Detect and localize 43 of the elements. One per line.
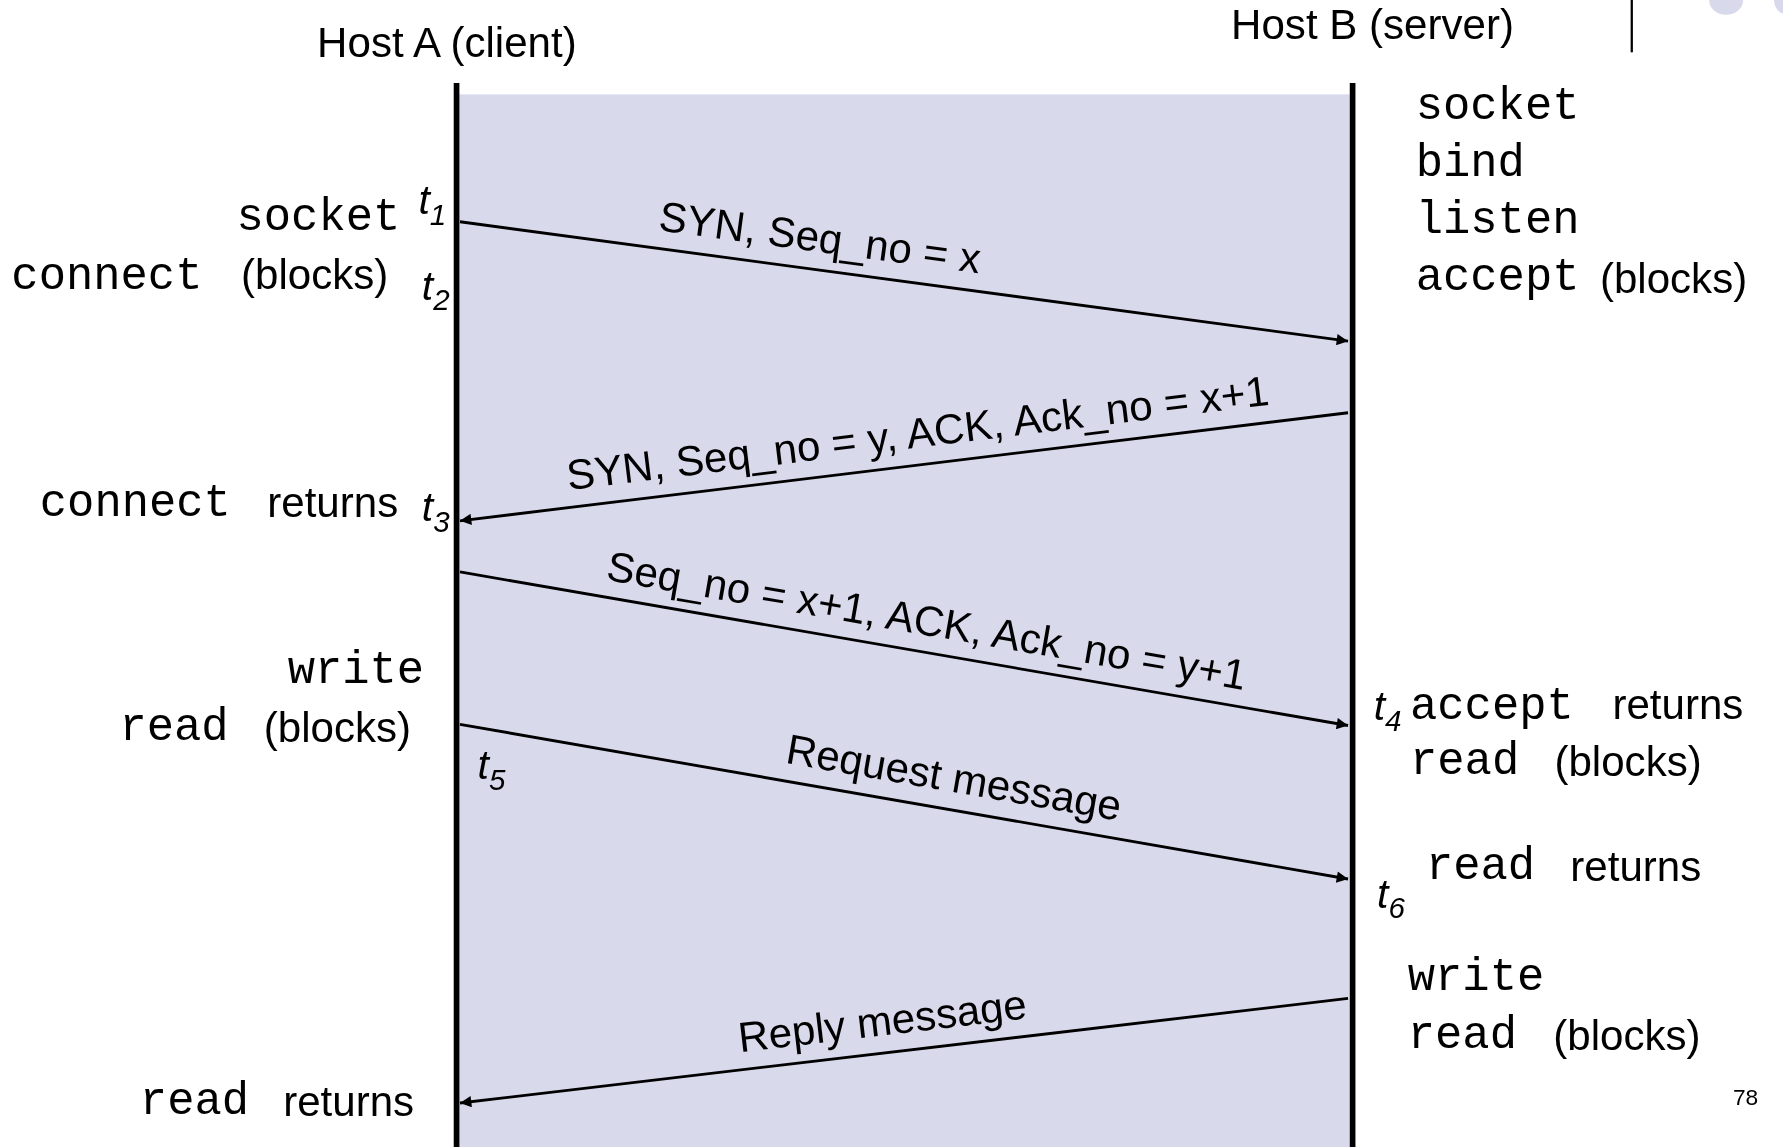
arrow	[459, 722, 1349, 883]
edge-label: SYN, Seq_no = x	[656, 195, 983, 281]
status-text: returns	[283, 1080, 415, 1123]
function-name: read	[119, 706, 229, 752]
function-name: read	[1407, 1014, 1517, 1060]
function-name: connect	[11, 254, 203, 301]
arrow	[459, 996, 1349, 1108]
edge-label: Seq_no = x+1, ACK, Ack_no = y+1	[604, 544, 1250, 697]
time-label: t$_{5}$	[477, 745, 506, 795]
edge-label: Reply message	[736, 983, 1029, 1059]
status-text: returns	[267, 481, 399, 524]
arrow	[459, 570, 1349, 730]
arrow	[459, 411, 1349, 526]
status-text: (blocks)	[1553, 1014, 1701, 1057]
function-name: write	[1407, 956, 1545, 1002]
status-text: returns	[1612, 684, 1744, 727]
function-name: read	[139, 1080, 250, 1126]
function-name: bind	[1415, 142, 1525, 188]
edge-label: Request message	[783, 728, 1125, 828]
host-label: Host B (server)	[1231, 3, 1514, 46]
page-number: 78	[1732, 1085, 1759, 1109]
time-label: t$_{6}$	[1377, 873, 1405, 923]
time-label: t$_{1}$	[418, 180, 447, 230]
function-name: listen	[1415, 199, 1580, 245]
arrow	[459, 220, 1349, 346]
time-label: t$_{2}$	[421, 265, 450, 315]
edge-label: SYN, Seq_no = y, ACK, Ack_no = x+1	[564, 369, 1272, 497]
status-text: (blocks)	[1554, 740, 1702, 783]
function-name: read	[1425, 844, 1536, 891]
function-name: socket	[236, 195, 401, 242]
time-label: t$_{3}$	[421, 487, 450, 537]
function-name: write	[287, 649, 425, 695]
function-name: read	[1410, 740, 1520, 786]
time-label: t$_{4}$	[1373, 686, 1402, 736]
status-text: returns	[1570, 845, 1702, 888]
status-text: (blocks)	[1599, 257, 1748, 300]
host-label: Host A (client)	[317, 21, 577, 64]
function-name: connect	[39, 482, 231, 528]
function-name: accept	[1410, 684, 1574, 731]
function-name: socket	[1415, 85, 1580, 131]
status-text: (blocks)	[241, 254, 389, 297]
function-name: accept	[1415, 255, 1580, 302]
status-text: (blocks)	[263, 706, 412, 749]
